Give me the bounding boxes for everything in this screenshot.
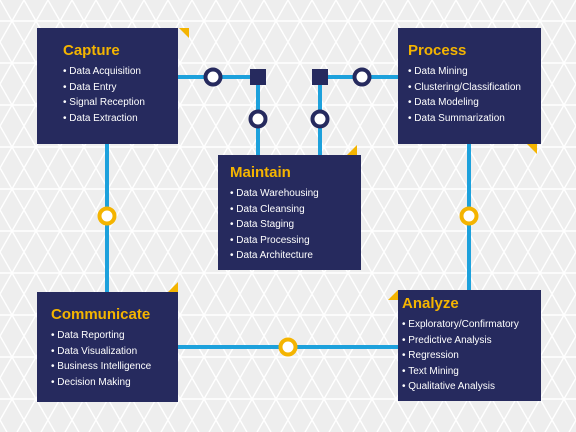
capture-item: Signal Reception — [63, 95, 178, 111]
analyze-item: Predictive Analysis — [402, 333, 541, 349]
capture-box: Capture Data Acquisition Data Entry Sign… — [37, 28, 178, 144]
maintain-box: Maintain Data Warehousing Data Cleansing… — [218, 155, 361, 270]
analyze-item: Text Mining — [402, 364, 541, 380]
maintain-item: Data Processing — [230, 233, 361, 249]
analyze-list: Exploratory/Confirmatory Predictive Anal… — [402, 317, 541, 395]
ring-process-analyze — [459, 206, 479, 226]
process-box: Process Data Mining Clustering/Classific… — [398, 28, 541, 144]
ring-maintain-left — [248, 109, 268, 129]
analyze-title: Analyze — [402, 295, 459, 312]
communicate-list: Data Reporting Data Visualization Busine… — [51, 328, 178, 390]
analyze-corner-accent — [388, 290, 398, 300]
capture-item: Data Acquisition — [63, 64, 178, 80]
connector-square-right — [312, 69, 328, 85]
ring-process-link — [352, 67, 372, 87]
communicate-box: Communicate Data Reporting Data Visualiz… — [37, 292, 178, 402]
maintain-corner-accent — [347, 145, 357, 155]
communicate-title: Communicate — [51, 306, 151, 323]
maintain-item: Data Cleansing — [230, 202, 361, 218]
communicate-corner-accent — [168, 282, 178, 292]
capture-list: Data Acquisition Data Entry Signal Recep… — [63, 64, 178, 126]
communicate-item: Decision Making — [51, 375, 178, 391]
capture-corner-accent — [179, 28, 189, 38]
maintain-item: Data Architecture — [230, 248, 361, 264]
communicate-item: Data Reporting — [51, 328, 178, 344]
process-list: Data Mining Clustering/Classification Da… — [408, 64, 541, 126]
process-item: Data Mining — [408, 64, 541, 80]
capture-item: Data Entry — [63, 80, 178, 96]
capture-title: Capture — [63, 42, 120, 59]
connector-square-left — [250, 69, 266, 85]
analyze-item: Regression — [402, 348, 541, 364]
process-title: Process — [408, 42, 467, 59]
analyze-box: Analyze Exploratory/Confirmatory Predict… — [398, 290, 541, 401]
process-item: Data Modeling — [408, 95, 541, 111]
maintain-title: Maintain — [230, 164, 291, 181]
maintain-list: Data Warehousing Data Cleansing Data Sta… — [230, 186, 361, 264]
analyze-item: Exploratory/Confirmatory — [402, 317, 541, 333]
analyze-item: Qualitative Analysis — [402, 379, 541, 395]
ring-communicate-analyze — [278, 337, 298, 357]
communicate-item: Data Visualization — [51, 344, 178, 360]
capture-item: Data Extraction — [63, 111, 178, 127]
maintain-item: Data Warehousing — [230, 186, 361, 202]
maintain-item: Data Staging — [230, 217, 361, 233]
process-corner-accent — [527, 144, 537, 154]
ring-capture-communicate — [97, 206, 117, 226]
ring-capture-link — [203, 67, 223, 87]
ring-maintain-right — [310, 109, 330, 129]
process-item: Data Summarization — [408, 111, 541, 127]
process-item: Clustering/Classification — [408, 80, 541, 96]
communicate-item: Business Intelligence — [51, 359, 178, 375]
